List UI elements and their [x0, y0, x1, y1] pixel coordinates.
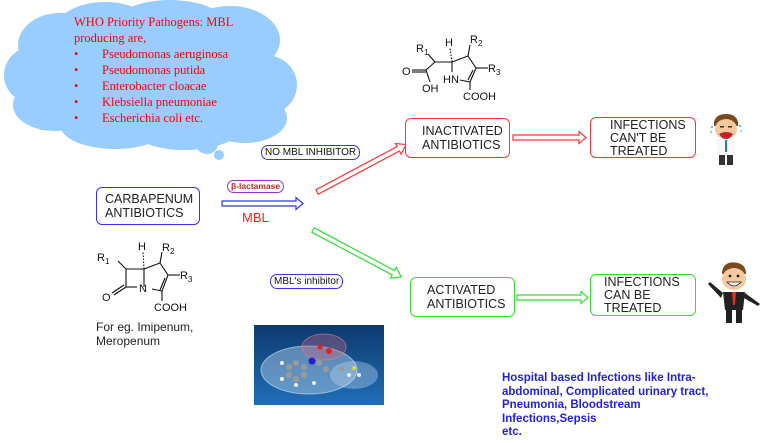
no-mbl-inhibitor-badge: NO MBL INHIBITOR [261, 145, 361, 160]
hospital-line2: abdominal, Complicated urinary tract, [502, 385, 709, 398]
callout-title: WHO Priority Pathogens: MBL [74, 15, 234, 29]
hn-label: HN [443, 74, 459, 86]
no-mbl-inhibitor-text: NO MBL INHIBITOR [265, 147, 357, 158]
mbl-label: MBL [242, 210, 269, 225]
pathogen-item: Pseudomonas aeruginosa [74, 46, 233, 62]
carbapenum-line2: ANTIBIOTICS [105, 206, 184, 220]
r3-label: R3 [180, 270, 193, 284]
r1-label: R1 [97, 252, 110, 266]
r3-label: R3 [488, 63, 501, 77]
oh-label: OH [422, 83, 439, 95]
pathogen-list-callout: WHO Priority Pathogens: MBL producing ar… [74, 14, 233, 126]
carbapenum-antibiotics-box: CARBAPENUM ANTIBIOTICS [96, 187, 200, 225]
carbapenum-line1: CARBAPENUM [105, 192, 194, 206]
inactivated-antibiotics-box: INACTIVATED ANTIBIOTICS [405, 118, 510, 158]
h-label: H [138, 241, 146, 253]
h-label: H [445, 37, 453, 49]
hospital-infections-note: Hospital based Infections like Intra- ab… [502, 372, 708, 440]
r2-label: R2 [162, 242, 175, 256]
can-treat-line3: TREATED [604, 301, 662, 315]
mbl-arrow [221, 196, 304, 211]
cooh-label: COOH [463, 91, 496, 102]
o-label: O [102, 292, 111, 304]
cant-treat-line3: TREATED [610, 144, 668, 158]
pathogen-list: Pseudomonas aeruginosa Pseudomonas putid… [74, 46, 233, 126]
inactivated-line2: ANTIBIOTICS [422, 138, 501, 152]
hospital-line5: etc. [502, 426, 522, 438]
inactivated-line1: INACTIVATED [422, 124, 503, 138]
can-treat-line1: INFECTIONS [604, 275, 680, 289]
mbl-inhibitor-badge: MBL's inhibitor [270, 274, 344, 289]
activated-antibiotics-box: ACTIVATED ANTIBIOTICS [410, 277, 515, 317]
activated-line2: ANTIBIOTICS [427, 297, 506, 311]
pathogen-item: Klebsiella pneumoniae [74, 94, 233, 110]
example-line1: For eg. Imipenum, [96, 320, 194, 334]
hospital-line4: Infections,Sepsis [502, 412, 597, 425]
hospital-line1: Hospital based Infections like Intra- [502, 372, 696, 384]
to-can-treat-arrow [516, 290, 589, 305]
hospital-line3: Pneumonia, Bloodstream [502, 399, 641, 411]
o-label: O [402, 66, 411, 78]
n-label: N [139, 283, 147, 295]
example-caption: For eg. Imipenum, Meropenum [96, 320, 193, 348]
cooh-label: COOH [154, 302, 187, 314]
r2-label: R2 [470, 34, 483, 48]
crying-man-icon [710, 114, 742, 165]
pathogen-item: Escherichia coli etc. [74, 110, 233, 126]
to-inactivated-arrow [315, 142, 408, 196]
cant-treat-line2: CAN'T BE [610, 131, 667, 145]
pathogen-item: Pseudomonas putida [74, 62, 233, 78]
beta-lactamase-text: β-lactamase [231, 181, 281, 191]
cant-treat-line1: INFECTIONS [610, 118, 686, 132]
happy-man-icon [708, 262, 760, 323]
example-line2: Meropenum [96, 334, 161, 348]
beta-lactamase-badge: β-lactamase [227, 180, 285, 193]
activated-line1: ACTIVATED [427, 283, 496, 297]
to-cant-treat-arrow [512, 130, 587, 145]
carbapenem-structure: R1 H R2 R3 N O COOH [97, 241, 193, 314]
hydrolyzed-structure: R1 H R2 R3 HN O OH COOH [402, 34, 501, 102]
pathogen-item: Enterobacter cloacae [74, 78, 233, 94]
mbl-inhibitor-text: MBL's inhibitor [274, 276, 340, 287]
cant-be-treated-box: INFECTIONS CAN'T BE TREATED [590, 117, 696, 158]
can-be-treated-box: INFECTIONS CAN BE TREATED [590, 274, 696, 316]
can-treat-line2: CAN BE [604, 288, 651, 302]
molecular-model-image [254, 325, 384, 405]
r1-label: R1 [416, 43, 429, 57]
callout-subtitle: producing are, [74, 31, 147, 45]
to-activated-arrow [311, 226, 403, 279]
